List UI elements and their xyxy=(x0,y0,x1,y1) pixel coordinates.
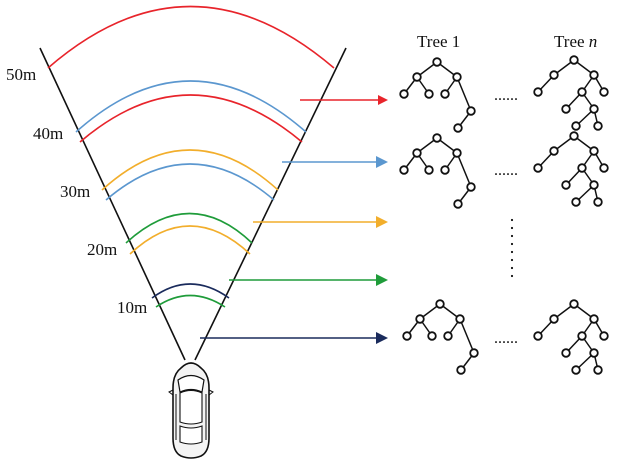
arc-20m-green xyxy=(125,212,253,244)
tree-node xyxy=(424,165,434,175)
decision-tree-row-1-last xyxy=(533,55,609,131)
tree-node xyxy=(549,146,559,156)
distance-label-50m: 50m xyxy=(6,65,36,84)
ellipsis-row-1: ...... xyxy=(494,87,518,104)
tree-edge xyxy=(456,152,472,188)
tree-node xyxy=(432,57,442,67)
tree-node xyxy=(589,104,599,114)
arc-10m-green xyxy=(155,294,226,308)
tree-node xyxy=(533,87,543,97)
tree-node xyxy=(399,89,409,99)
tree-node xyxy=(589,70,599,80)
tree-node xyxy=(549,314,559,324)
tree-node xyxy=(466,182,476,192)
distance-label-30m: 30m xyxy=(60,182,90,201)
tree-node xyxy=(432,133,442,143)
tree-node xyxy=(589,180,599,190)
tree-node xyxy=(399,165,409,175)
fov-right-boundary xyxy=(194,47,347,361)
decision-tree-row-2-last xyxy=(533,131,609,207)
tree-node xyxy=(402,331,412,341)
tree-node xyxy=(469,348,479,358)
distance-label-40m: 40m xyxy=(33,124,63,143)
tree-node xyxy=(533,331,543,341)
tree-node xyxy=(424,89,434,99)
tree-1-header: Tree 1 xyxy=(417,32,460,51)
tree-node xyxy=(569,131,579,141)
tree-node xyxy=(561,104,571,114)
distance-label-10m: 10m xyxy=(117,298,147,317)
tree-node xyxy=(427,331,437,341)
tree-node xyxy=(440,89,450,99)
tree-node xyxy=(599,87,609,97)
tree-node xyxy=(443,331,453,341)
tree-node xyxy=(577,331,587,341)
arc-20m-yellow xyxy=(129,225,251,255)
tree-node xyxy=(593,365,603,375)
tree-n-header: Tree n xyxy=(554,32,597,51)
tree-node xyxy=(571,121,581,131)
tree-node xyxy=(440,165,450,175)
tree-node xyxy=(569,55,579,65)
tree-node xyxy=(412,148,422,158)
tree-node xyxy=(453,123,463,133)
arc-50m-red xyxy=(47,5,335,69)
tree-node xyxy=(561,180,571,190)
tree-node xyxy=(569,299,579,309)
vertical-ellipsis xyxy=(510,218,514,278)
decision-tree-row-2-first xyxy=(399,133,476,209)
tree-node xyxy=(593,197,603,207)
tree-node xyxy=(533,163,543,173)
tree-edge xyxy=(456,76,472,112)
tree-node xyxy=(589,146,599,156)
arc-30m-yellow xyxy=(101,149,279,191)
tree-node xyxy=(577,163,587,173)
decision-tree-row-1-first xyxy=(399,57,476,133)
tree-node xyxy=(589,348,599,358)
tree-node xyxy=(456,365,466,375)
tree-node xyxy=(577,87,587,97)
tree-edge xyxy=(459,318,475,354)
tree-node xyxy=(599,163,609,173)
tree-node xyxy=(453,199,463,209)
tree-node xyxy=(415,314,425,324)
tree-node xyxy=(589,314,599,324)
arc-10m-navy xyxy=(151,283,230,299)
fov-left-boundary xyxy=(39,47,186,361)
tree-n-header-prefix: Tree xyxy=(554,32,589,51)
arc-40m-red xyxy=(79,94,303,143)
tree-node xyxy=(593,121,603,131)
tree-node xyxy=(435,299,445,309)
tree-node xyxy=(599,331,609,341)
tree-node xyxy=(412,72,422,82)
tree-node xyxy=(455,314,465,324)
ellipsis-row-2: ...... xyxy=(494,162,518,179)
tree-node xyxy=(466,106,476,116)
car-icon xyxy=(168,362,214,459)
arc-30m-blue xyxy=(105,163,275,201)
tree-node xyxy=(571,197,581,207)
tree-node xyxy=(571,365,581,375)
arc-40m-blue xyxy=(75,80,307,133)
ellipsis-row-3: ...... xyxy=(494,330,518,347)
distance-label-20m: 20m xyxy=(87,240,117,259)
decision-tree-row-3-first xyxy=(402,299,479,375)
tree-node xyxy=(549,70,559,80)
decision-tree-row-3-last xyxy=(533,299,609,375)
tree-node xyxy=(452,148,462,158)
tree-n-header-var: n xyxy=(589,32,598,51)
tree-node xyxy=(561,348,571,358)
tree-node xyxy=(452,72,462,82)
